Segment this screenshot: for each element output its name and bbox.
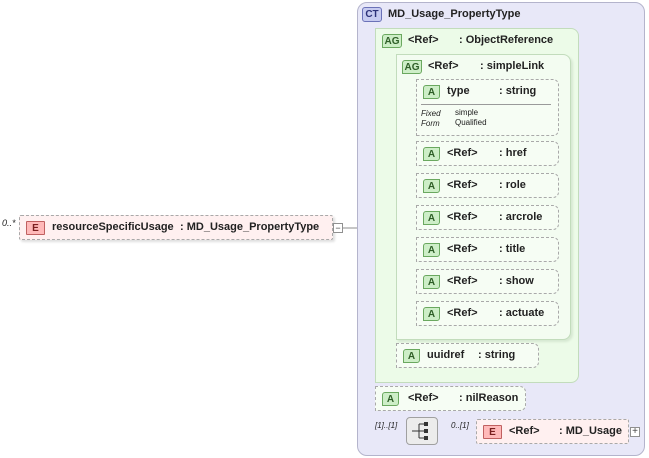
attribute-badge: A xyxy=(403,349,420,363)
ag-badge: AG xyxy=(382,34,402,48)
attribute-ref: <Ref> xyxy=(447,211,478,223)
attribute-type-value: : arcrole xyxy=(499,211,543,223)
attribute-ref: <Ref> xyxy=(447,179,478,191)
attribute-uuidref[interactable]: A uuidref : string xyxy=(396,343,539,368)
element-badge: E xyxy=(483,425,502,439)
attribute-name: type xyxy=(447,85,470,97)
simple-link-ref: <Ref> xyxy=(428,60,459,72)
element-badge: E xyxy=(26,221,45,235)
attribute-badge: A xyxy=(423,85,440,99)
sequence-icon xyxy=(412,422,428,440)
attribute-type-value: : actuate xyxy=(499,307,545,319)
md-usage-multiplicity: 0..[1] xyxy=(451,421,469,430)
attribute-type-value: : string xyxy=(478,349,516,361)
element-type: : MD_Usage xyxy=(559,425,622,437)
element-type: : MD_Usage_PropertyType xyxy=(180,221,320,233)
attribute-actuate[interactable]: A <Ref> : actuate xyxy=(416,301,559,326)
complex-type-name: MD_Usage_PropertyType xyxy=(388,8,521,20)
attribute-type-value: : nilReason xyxy=(459,392,519,404)
ct-badge: CT xyxy=(362,7,382,22)
attribute-badge: A xyxy=(382,392,399,406)
attribute-ref: <Ref> xyxy=(447,243,478,255)
expand-toggle[interactable]: + xyxy=(630,427,640,437)
element-resource-specific-usage[interactable]: E resourceSpecificUsage : MD_Usage_Prope… xyxy=(19,215,333,240)
attribute-show[interactable]: A <Ref> : show xyxy=(416,269,559,294)
attribute-badge: A xyxy=(423,307,440,321)
attribute-type[interactable]: A type : string Fixed simple Form Qualif… xyxy=(416,79,559,136)
attribute-role[interactable]: A <Ref> : role xyxy=(416,173,559,198)
attribute-type-value: : string xyxy=(499,85,537,97)
simple-link-type: : simpleLink xyxy=(480,60,545,72)
attribute-type-value: : role xyxy=(499,179,526,191)
element-name: resourceSpecificUsage xyxy=(52,221,174,233)
attribute-badge: A xyxy=(423,243,440,257)
expand-toggle-symbol: + xyxy=(632,426,638,437)
element-md-usage[interactable]: E <Ref> : MD_Usage xyxy=(476,419,629,444)
attribute-href[interactable]: A <Ref> : href xyxy=(416,141,559,166)
attribute-arcrole[interactable]: A <Ref> : arcrole xyxy=(416,205,559,230)
sequence-multiplicity: [1]..[1] xyxy=(375,421,398,430)
attribute-type-value: : title xyxy=(499,243,526,255)
element-multiplicity: 0..* xyxy=(2,218,16,228)
attribute-type-value: : show xyxy=(499,275,534,287)
attribute-ref: <Ref> xyxy=(447,147,478,159)
collapse-toggle-symbol: − xyxy=(335,223,341,233)
attribute-ref: <Ref> xyxy=(408,392,439,404)
form-value: Qualified xyxy=(455,118,487,127)
attribute-badge: A xyxy=(423,275,440,289)
fixed-label: Fixed xyxy=(421,109,441,118)
attribute-type-value: : href xyxy=(499,147,527,159)
attribute-ref: <Ref> xyxy=(447,307,478,319)
ag-badge: AG xyxy=(402,60,422,74)
form-label: Form xyxy=(421,119,440,128)
collapse-toggle[interactable]: − xyxy=(333,223,343,233)
element-ref: <Ref> xyxy=(509,425,540,437)
sequence-compositor[interactable] xyxy=(406,417,438,445)
attribute-badge: A xyxy=(423,179,440,193)
attribute-nil-reason[interactable]: A <Ref> : nilReason xyxy=(375,386,526,411)
object-reference-type: : ObjectReference xyxy=(459,34,554,46)
attribute-name: uuidref xyxy=(427,349,465,361)
attribute-ref: <Ref> xyxy=(447,275,478,287)
attribute-badge: A xyxy=(423,147,440,161)
attribute-title[interactable]: A <Ref> : title xyxy=(416,237,559,262)
attribute-badge: A xyxy=(423,211,440,225)
fixed-value: simple xyxy=(455,108,479,117)
divider xyxy=(421,104,551,105)
object-reference-ref: <Ref> xyxy=(408,34,439,46)
